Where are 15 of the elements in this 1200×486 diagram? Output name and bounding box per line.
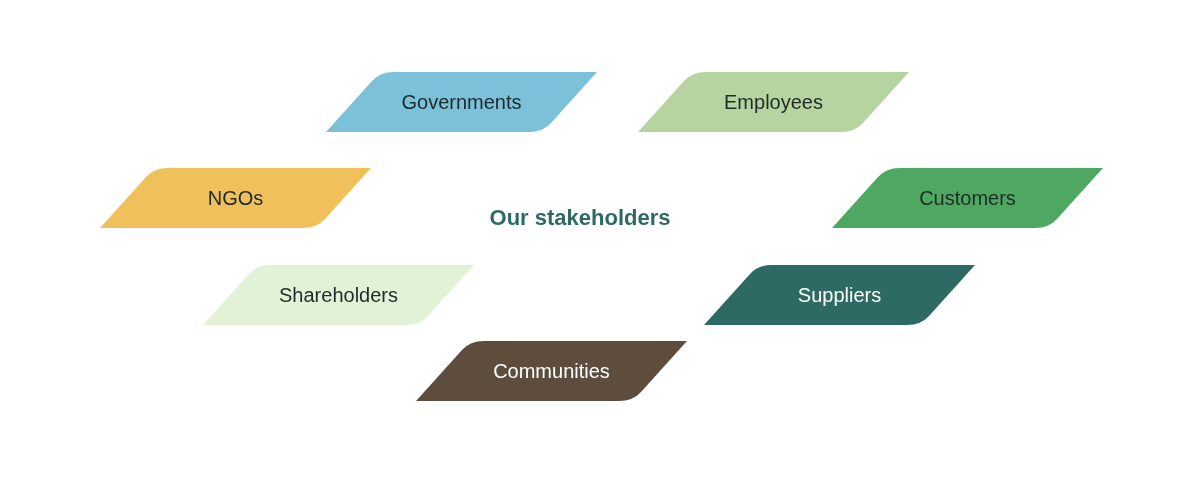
parallelogram-node bbox=[326, 72, 597, 132]
parallelogram-node bbox=[832, 168, 1103, 228]
diagram-title: Our stakeholders bbox=[488, 205, 672, 231]
parallelogram-node bbox=[203, 265, 474, 325]
stakeholder-label: Communities bbox=[492, 358, 611, 384]
stakeholder-label: Governments bbox=[400, 89, 523, 115]
parallelogram-node bbox=[100, 168, 371, 228]
parallelogram-node bbox=[416, 341, 687, 401]
stakeholder-label: Suppliers bbox=[796, 282, 883, 308]
parallelogram-node bbox=[704, 265, 975, 325]
stakeholder-label: Customers bbox=[918, 185, 1017, 211]
stakeholder-label: NGOs bbox=[206, 185, 265, 211]
stakeholder-label: Shareholders bbox=[278, 282, 399, 308]
stakeholder-label: Employees bbox=[723, 89, 824, 115]
parallelogram-node bbox=[638, 72, 909, 132]
